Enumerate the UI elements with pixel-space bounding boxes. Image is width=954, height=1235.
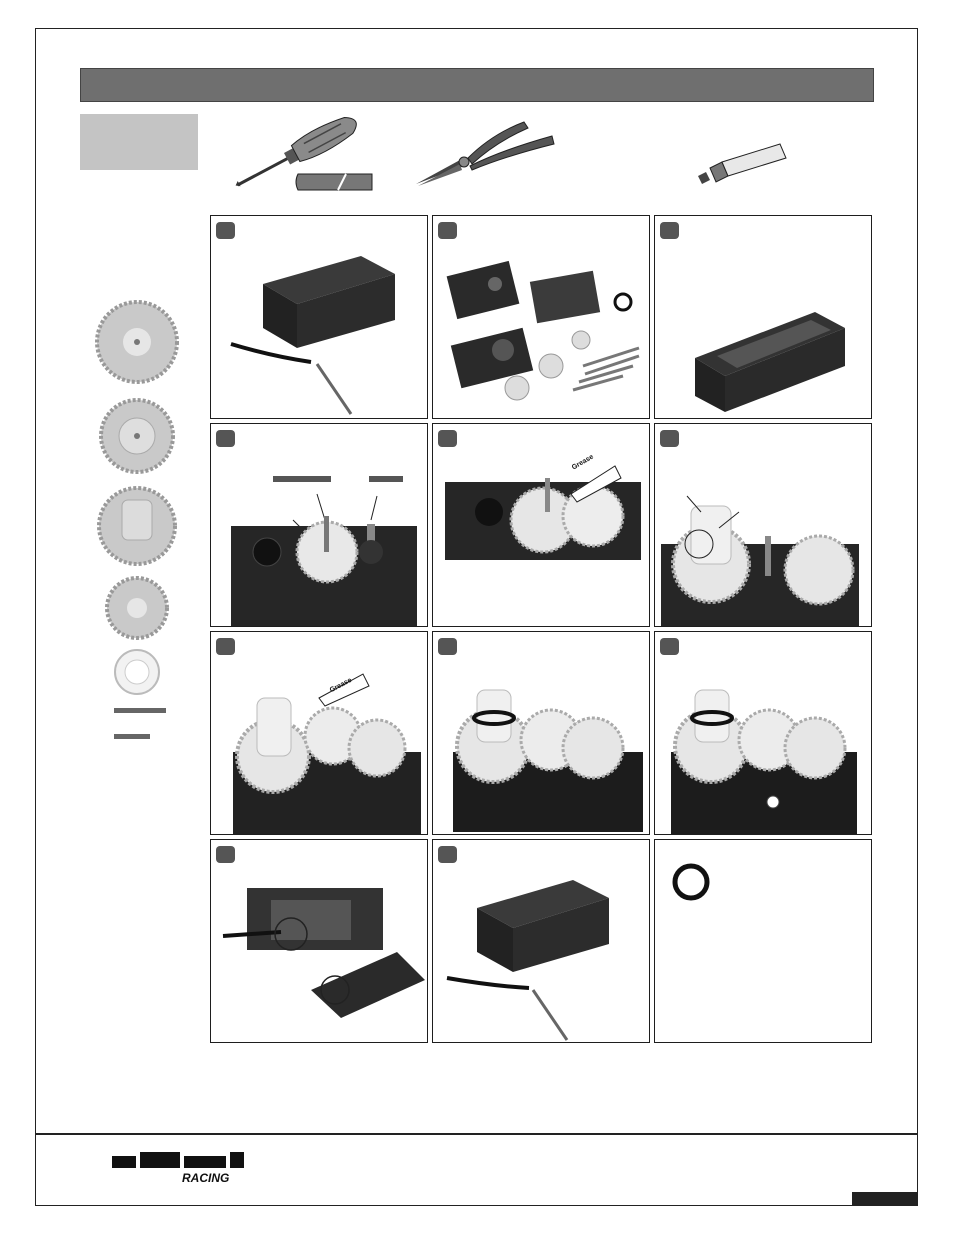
- output-gear-photo: [661, 495, 859, 626]
- pin-long-icon: [114, 708, 166, 713]
- step-badge: [438, 222, 457, 239]
- gear-train-grease-photo: [233, 673, 421, 834]
- step-panel-7: Grease: [210, 631, 428, 835]
- needle-nose-pliers-icon: [416, 121, 555, 186]
- servo-case-photo: [230, 256, 395, 415]
- empty-case-photo: [695, 312, 845, 412]
- step-badge: [660, 430, 679, 447]
- step-badge: [216, 222, 235, 239]
- gear-stacked-icon: [99, 398, 175, 474]
- oring-install-photo: [453, 689, 643, 832]
- footer-divider: [35, 1133, 918, 1135]
- step-panel-4: [210, 423, 428, 627]
- step-badge: [660, 638, 679, 655]
- page-frame: [35, 28, 918, 1206]
- washer-icon: [114, 649, 160, 695]
- step-badge: [438, 638, 457, 655]
- step-panel-1: [210, 215, 428, 419]
- step-panel-6: [654, 423, 872, 627]
- step-panel-9: [654, 631, 872, 835]
- step-badge: [216, 846, 235, 863]
- step-panel-10: [210, 839, 428, 1043]
- grease-gear-photo: [445, 465, 641, 560]
- step-badge: [438, 846, 457, 863]
- gear-identification-photo: [671, 689, 857, 834]
- assembled-servo-photo: [446, 880, 609, 1041]
- grease-tube-icon: [698, 143, 787, 184]
- disassembled-servo-photo: [446, 260, 640, 401]
- phillips-screwdriver-icon: [235, 116, 373, 191]
- step-badge: [660, 222, 679, 239]
- brand-sub: RACING: [182, 1171, 229, 1184]
- step-panel-2: [432, 215, 650, 419]
- circuit-board-photo: [222, 888, 425, 1018]
- parts-list: [95, 300, 179, 739]
- step-badge: [216, 430, 235, 447]
- pin-insertion-photo: [231, 476, 417, 626]
- output-gear-icon: [97, 486, 177, 566]
- step-panel-12: [654, 839, 872, 1043]
- hpi-racing-logo: RACING: [112, 1150, 252, 1189]
- gear-small-icon: [105, 576, 169, 640]
- step-panel-5: Grease: [432, 423, 650, 627]
- page-number-tab: [852, 1192, 918, 1206]
- gear-large-icon: [95, 300, 179, 384]
- step-panel-8: [432, 631, 650, 835]
- oring-detail-photo: [672, 863, 710, 901]
- step-badge: [438, 430, 457, 447]
- section-title-bar: [80, 68, 874, 102]
- tools-needed-box: [80, 114, 198, 170]
- step-badge: [216, 638, 235, 655]
- pin-short-icon: [114, 734, 150, 739]
- step-panel-11: [432, 839, 650, 1043]
- step-panel-3: [654, 215, 872, 419]
